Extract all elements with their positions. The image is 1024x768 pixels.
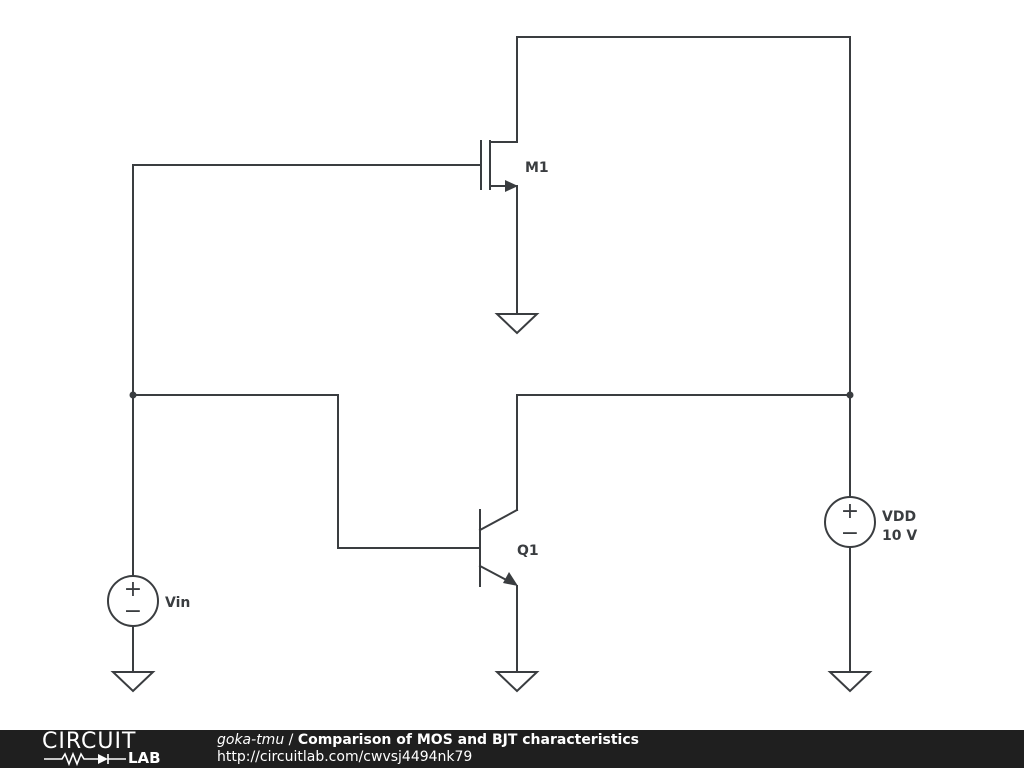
- logo-text-lab: LAB: [128, 749, 161, 767]
- vdd-value: 10 V: [882, 528, 917, 544]
- vdd-label: VDD: [882, 509, 916, 525]
- circuit-schematic: M1 Q1 + − Vin + − VDD 10 V: [107, 36, 917, 693]
- m1-label: M1: [525, 160, 549, 176]
- vdd-plus-sign: +: [841, 499, 859, 524]
- wire-vin-to-q1-base: [132, 394, 481, 549]
- circuit-title: Comparison of MOS and BJT characteristic…: [297, 732, 639, 748]
- footer-title-line: goka-tmu / Comparison of MOS and BJT cha…: [217, 732, 639, 749]
- author-link[interactable]: goka-tmu: [217, 732, 285, 748]
- voltage-source-vdd[interactable]: + − VDD 10 V: [824, 496, 917, 548]
- vin-label: Vin: [165, 595, 190, 611]
- circuit-url-link[interactable]: http://circuitlab.com/cwvsj4494nk79: [217, 749, 473, 765]
- q1-emitter-arrow: [503, 572, 518, 586]
- logo-text-circuit: CIRCUIT: [42, 729, 137, 754]
- footer-bar: CIRCUIT LAB goka-tmu / Comparison of MOS…: [0, 730, 1024, 768]
- wire-q1-collector-to-vdd: [516, 394, 851, 511]
- ground-symbol-vdd: [827, 671, 873, 693]
- title-separator: /: [284, 732, 298, 748]
- vin-plus-sign: +: [124, 577, 142, 602]
- npn-transistor-q1[interactable]: Q1: [478, 508, 539, 587]
- ground-symbol-m1: [494, 313, 540, 335]
- junction-dot-vin: [129, 391, 137, 399]
- circuitlab-logo[interactable]: CIRCUIT LAB: [42, 730, 182, 768]
- nmos-transistor-m1[interactable]: M1: [480, 140, 549, 192]
- vin-minus-sign: −: [124, 599, 142, 624]
- q1-label: Q1: [517, 543, 539, 559]
- ground-symbol-vin: [110, 671, 156, 693]
- logo-resistor-diode-icon: [44, 752, 126, 766]
- m1-source-arrow: [505, 180, 518, 192]
- vdd-minus-sign: −: [841, 521, 859, 546]
- wires: [132, 36, 851, 673]
- wire-m1-drain-to-vdd: [516, 36, 851, 498]
- ground-symbol-q1: [494, 671, 540, 693]
- junction-dot-vdd: [846, 391, 854, 399]
- voltage-source-vin[interactable]: + − Vin: [107, 575, 190, 627]
